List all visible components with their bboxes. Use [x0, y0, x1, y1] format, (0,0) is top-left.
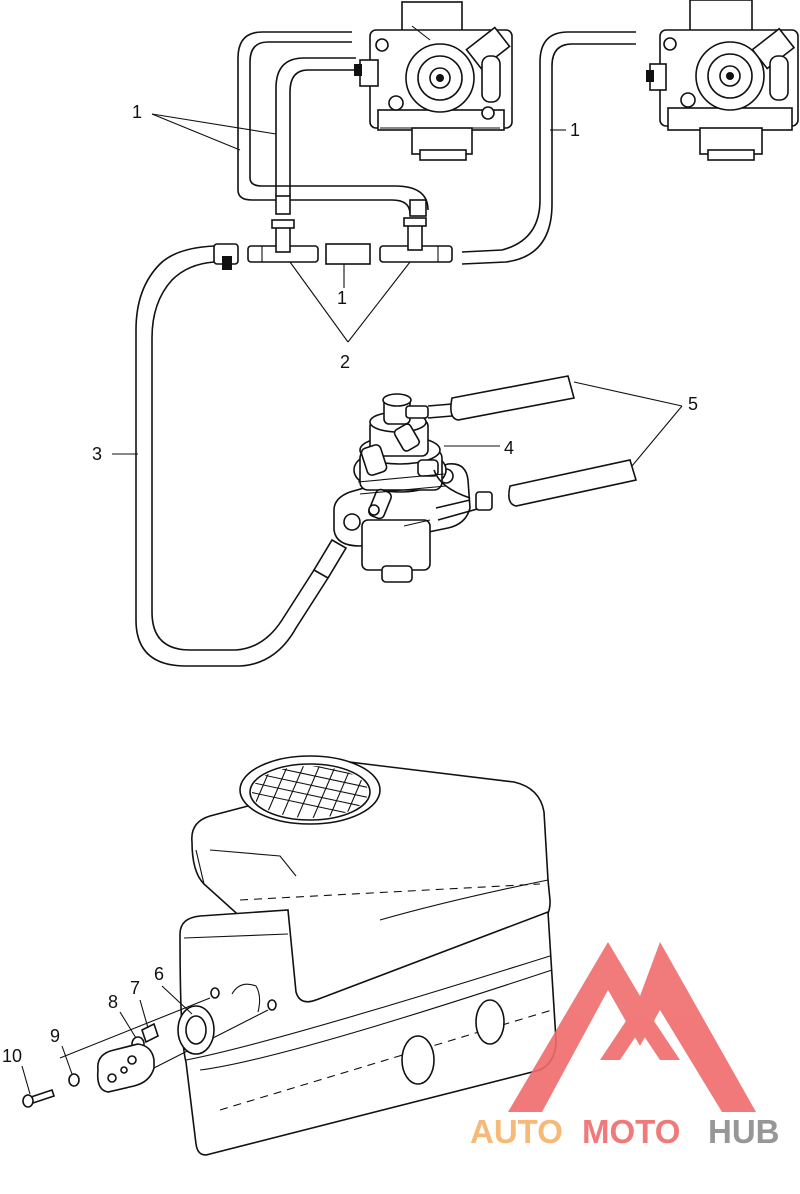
- fuel-pump: [333, 393, 471, 583]
- callout-1c: 1: [337, 288, 347, 308]
- callout-labels: 1 1 1 2 3 4 5 6 7 8 9 10: [2, 102, 698, 1066]
- callout-5: 5: [688, 394, 698, 414]
- callout-4: 4: [504, 438, 514, 458]
- callout-1b: 1: [570, 120, 580, 140]
- fuel-hose-loop: [135, 245, 348, 667]
- carburetor-left: [354, 1, 513, 161]
- callout-6: 6: [154, 964, 164, 984]
- level-sensor-assembly: [22, 997, 269, 1108]
- carburetor-right: [646, 0, 799, 161]
- automotohub-watermark: AUTO MOTO HUB: [470, 942, 780, 1150]
- callout-2: 2: [340, 352, 350, 372]
- callout-8: 8: [108, 992, 118, 1012]
- tee-fittings: [213, 217, 453, 270]
- leader-lines: [21, 113, 683, 1095]
- washer-9: [68, 1073, 80, 1087]
- callout-1a: 1: [132, 102, 142, 122]
- callout-3: 3: [92, 444, 102, 464]
- callout-9: 9: [50, 1026, 60, 1046]
- watermark-auto: AUTO: [470, 1113, 563, 1150]
- oil-tank: [179, 755, 557, 1156]
- watermark-moto: MOTO: [582, 1113, 680, 1150]
- vent-hoses: [237, 31, 636, 265]
- watermark-logo-icon: [508, 942, 756, 1112]
- callout-7: 7: [130, 978, 140, 998]
- nut: [141, 1022, 159, 1044]
- callout-10: 10: [2, 1046, 22, 1066]
- pump-hoses: [427, 375, 638, 521]
- watermark-hub: HUB: [708, 1113, 780, 1150]
